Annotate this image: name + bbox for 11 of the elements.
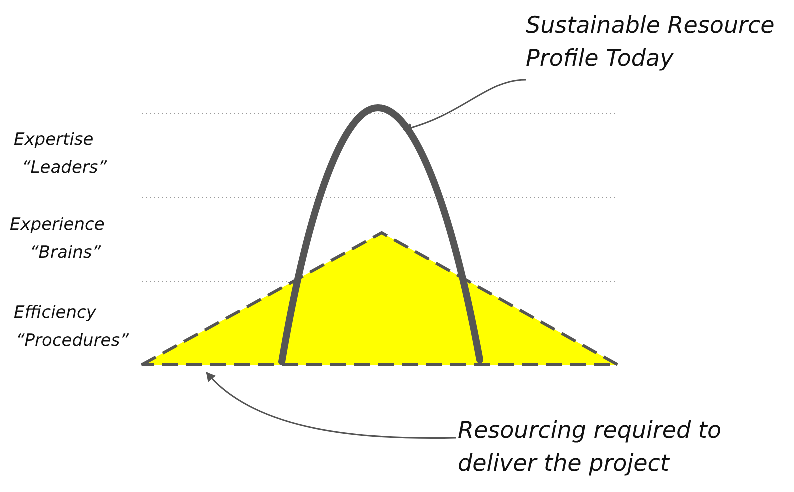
leader-line [403, 79, 526, 133]
level-label: “Leaders” [22, 158, 108, 178]
level-label: Efficiency [14, 303, 96, 323]
callout-text: Sustainable Resource Profile Today [526, 10, 794, 77]
level-label: “Brains” [30, 243, 102, 263]
level-label: Experience [10, 215, 105, 235]
callout-text: Resourcing required to deliver the project [458, 415, 758, 482]
bell-curve [278, 104, 484, 366]
level-label: Expertise [14, 130, 94, 150]
level-label: “Procedures” [16, 331, 129, 351]
leader-line [206, 372, 456, 440]
